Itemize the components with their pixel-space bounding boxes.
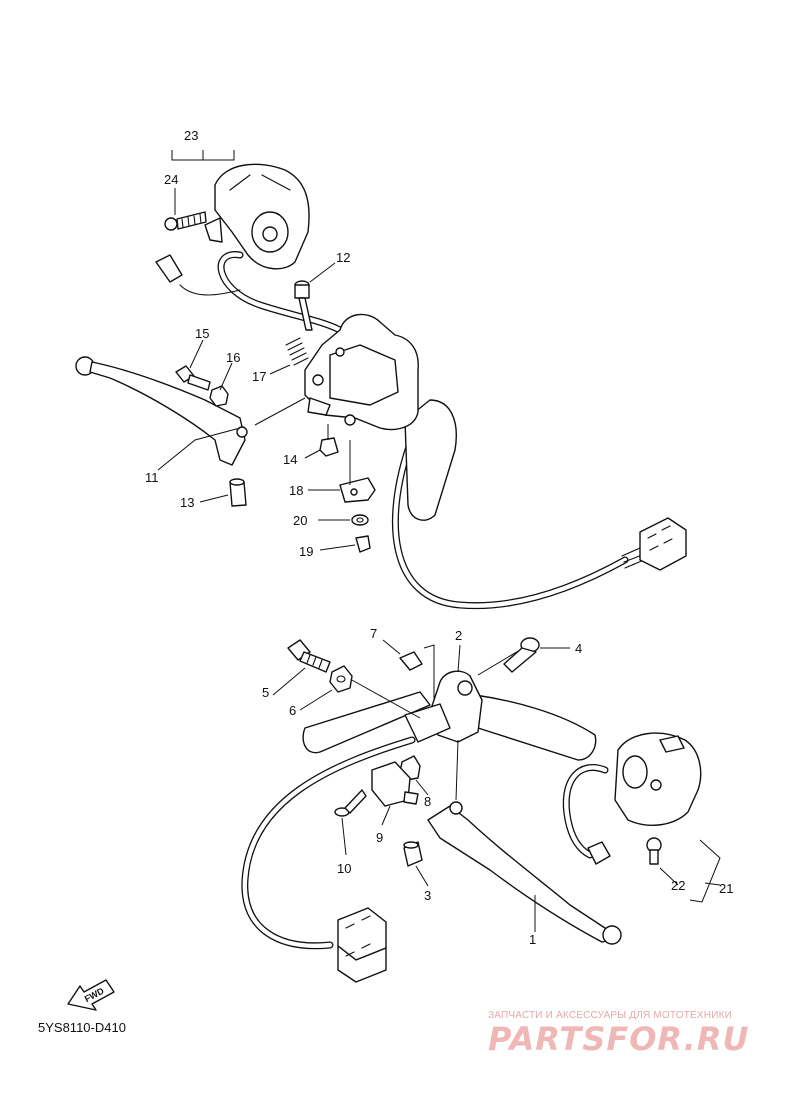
collar-13 [229,478,247,507]
lower-assembly [241,637,702,983]
washer-20 [351,514,369,526]
callout-15: 15 [195,326,209,341]
callout-17: 17 [252,369,266,384]
bolt-12 [294,280,313,331]
callout-9: 9 [376,830,383,845]
nut-16 [209,385,229,407]
bolt-5 [287,639,331,673]
lower-cable [241,736,416,950]
collar-3 [403,841,423,867]
callout-6: 6 [289,703,296,718]
master-cylinder [304,313,419,431]
callout-24: 24 [164,172,178,187]
callout-22: 22 [671,878,685,893]
callout-4: 4 [575,641,582,656]
upper-cable [391,426,645,610]
callout-11: 11 [145,470,159,485]
callout-2: 2 [455,628,462,643]
lever-holder-2 [404,670,483,743]
callout-7: 7 [370,626,377,641]
screw-24 [164,211,207,231]
nut-14 [319,437,339,457]
callout-10: 10 [337,861,351,876]
callout-5: 5 [262,685,269,700]
callout-18: 18 [289,483,303,498]
bolt-4 [503,637,540,673]
fwd-arrow-icon: FWD [67,979,115,1011]
callout-labels: 1 2 3 4 5 6 7 8 9 10 11 12 13 14 15 16 1… [145,128,733,947]
screw-22 [646,837,662,865]
callout-14: 14 [283,452,297,467]
watermark-brand: PARTSFOR.RU [488,1020,750,1058]
watermark-caption: ЗАПЧАСТИ И АКСЕССУАРЫ ДЛЯ МОТОТЕХНИКИ [488,1010,733,1021]
upper-assembly [75,163,687,610]
callout-3: 3 [424,888,431,903]
callout-19: 19 [299,544,313,559]
clutch-switch-9 [371,761,419,807]
callout-20: 20 [293,513,307,528]
callout-1: 1 [529,932,536,947]
nut-6 [329,665,353,693]
handlebar-switch-21 [562,732,702,865]
callout-8: 8 [424,794,431,809]
callout-23: 23 [184,128,198,143]
upper-grip [404,399,457,521]
watermark: ЗАПЧАСТИ И АКСЕССУАРЫ ДЛЯ МОТОТЕХНИКИ PA… [488,1010,788,1057]
callout-21: 21 [719,881,733,896]
handlebar-switch-23 [155,163,344,334]
lower-connector [337,907,387,983]
callout-12: 12 [336,250,350,265]
upper-connector [639,517,687,571]
stop-switch-18 [339,477,376,503]
bolt-7 [399,651,423,671]
leader-lines [157,150,721,932]
spring-17 [285,337,309,366]
brake-lever-11 [75,356,248,466]
callout-13: 13 [180,495,194,510]
bolt-15 [175,365,211,391]
screw-10 [334,789,367,817]
callout-16: 16 [226,350,240,365]
clutch-lever-1 [427,801,622,945]
diagram-code: 5YS8110-D410 [38,1020,126,1035]
screw-19 [355,535,371,553]
